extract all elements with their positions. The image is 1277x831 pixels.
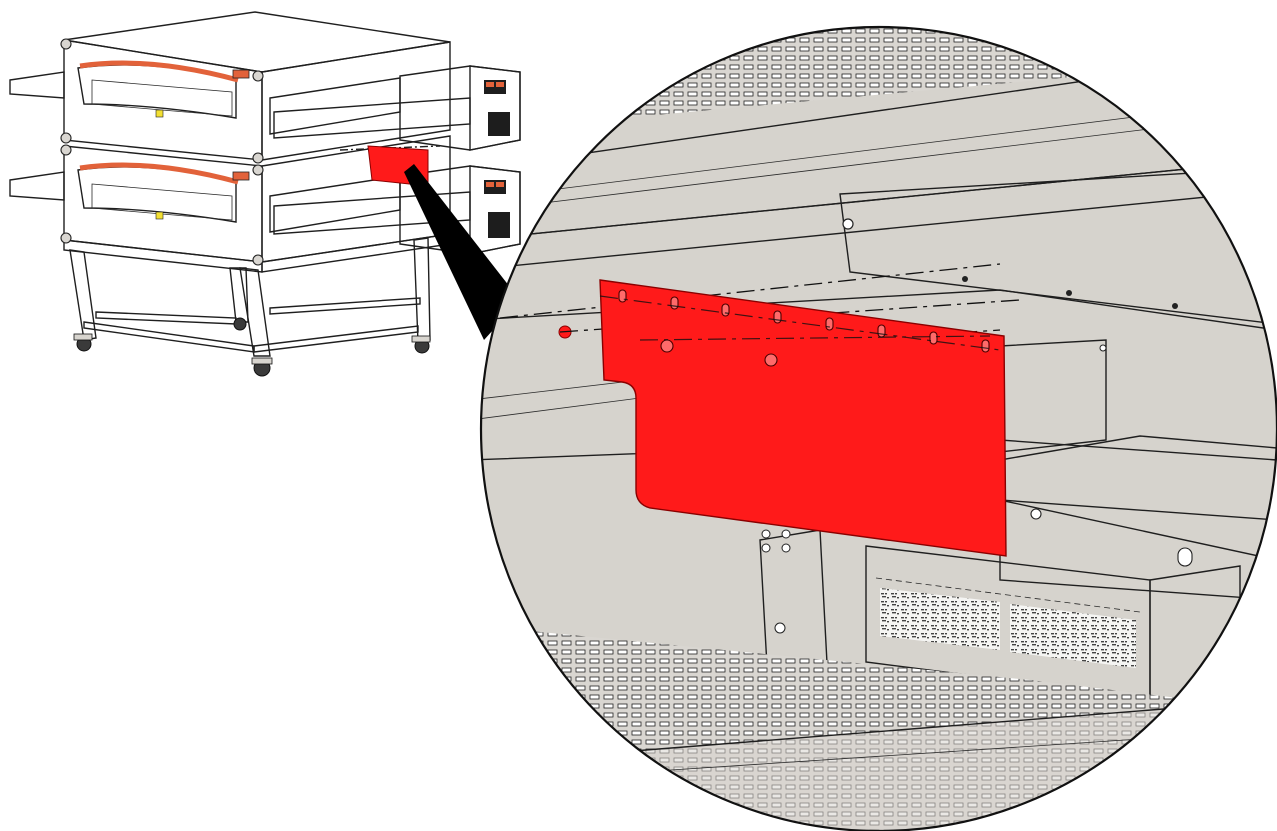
upper-oven-window (77, 60, 250, 119)
warning-label (155, 109, 164, 118)
left-conveyor-extensions (9, 71, 65, 201)
upper-bracket-shelf (839, 167, 1277, 325)
caster-wheels (76, 317, 430, 377)
oven-overview (9, 11, 521, 377)
upper-control-box (399, 65, 521, 151)
mid-wall (481, 289, 1277, 461)
zoom-detail-circle (480, 26, 1277, 831)
oven-stand (69, 237, 431, 377)
upper-rail (481, 69, 1277, 241)
zoom-circle-outline (480, 26, 1277, 831)
lower-oven-window (77, 162, 250, 223)
plate-mounting-holes (618, 289, 990, 367)
red-bracket-plate (599, 279, 1007, 557)
callout-leader (404, 164, 520, 340)
warning-label (155, 211, 164, 220)
upper-oven-side (261, 41, 451, 161)
corner-bolts (60, 38, 264, 266)
lower-control-box (399, 165, 521, 255)
upper-conveyor (269, 77, 471, 139)
